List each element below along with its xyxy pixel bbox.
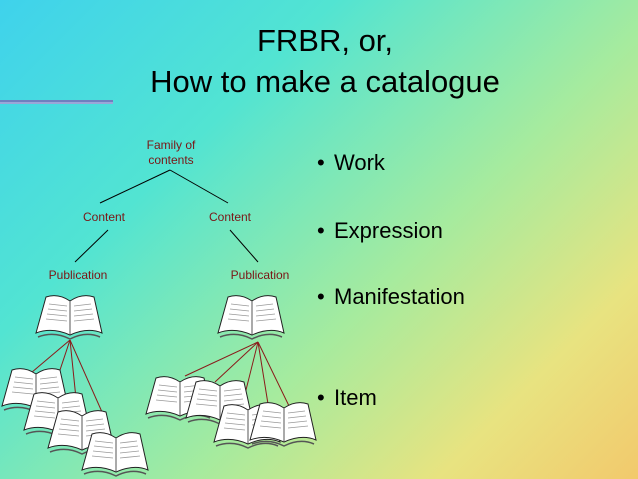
bullet-manifestation: • Manifestation <box>317 284 465 310</box>
tree-line-content-left <box>74 229 109 263</box>
bullet-item: • Item <box>317 385 377 411</box>
tree-line-root-right <box>169 169 229 204</box>
bullet-expression: • Expression <box>317 218 443 244</box>
manifestation-label-left: Publication <box>48 268 108 282</box>
bullet-glyph: • <box>317 218 325 243</box>
work-node-label: Family of contents <box>126 138 216 168</box>
bullet-work: • Work <box>317 150 385 176</box>
manifestation-label-right: Publication <box>230 268 290 282</box>
bullet-glyph: • <box>317 385 325 410</box>
slide-title-line-1: FRBR, or, <box>256 23 394 58</box>
tree-line-root-left <box>99 169 171 204</box>
bullet-glyph: • <box>317 284 325 309</box>
bullet-label: Manifestation <box>334 284 465 309</box>
bullet-glyph: • <box>317 150 325 175</box>
bullet-label: Expression <box>334 218 443 243</box>
item-book-icon <box>81 431 149 477</box>
tree-line-content-right <box>229 229 259 263</box>
slide-title-line-2: How to make a catalogue <box>150 64 500 99</box>
manifestation-book-left-icon <box>35 294 103 340</box>
work-label-line-1: Family of <box>146 138 196 152</box>
title-rule <box>0 100 113 104</box>
expression-label-left: Content <box>82 210 126 224</box>
manifestation-book-right-icon <box>217 294 285 340</box>
expression-label-right: Content <box>208 210 252 224</box>
bullet-label: Item <box>334 385 377 410</box>
bullet-label: Work <box>334 150 385 175</box>
work-label-line-2: contents <box>148 153 194 167</box>
